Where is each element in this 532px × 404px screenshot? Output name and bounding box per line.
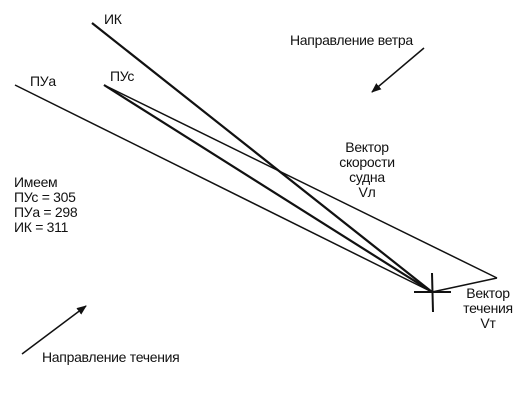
ik-label: ИК bbox=[104, 11, 122, 27]
ship-speed-vector-label-line3: судна bbox=[349, 169, 385, 185]
ship-speed-vector-label: Вектор скорости судна Vл bbox=[322, 140, 412, 200]
pus-label: ПУс bbox=[110, 68, 135, 84]
end-point-cross-v bbox=[431, 272, 434, 313]
current-vector-label: Вектор течения Vт bbox=[455, 286, 521, 331]
given-value-pus: ПУс = 305 bbox=[14, 189, 76, 205]
ship-speed-vector-label-line4: Vл bbox=[358, 184, 376, 200]
ship-speed-vector-label-line2: скорости bbox=[339, 154, 395, 170]
ship-speed-vector bbox=[103, 84, 498, 279]
pua-line bbox=[14, 84, 433, 293]
given-value-ik: ИК = 311 bbox=[14, 219, 69, 235]
wind-direction-label: Направление ветра bbox=[290, 32, 413, 48]
ik-line bbox=[91, 22, 433, 293]
current-vector bbox=[431, 277, 498, 293]
current-vector-label-line1: Вектор bbox=[466, 285, 510, 301]
current-direction-arrow bbox=[21, 305, 87, 355]
current-direction-label: Направление течения bbox=[42, 349, 180, 365]
current-vector-label-line3: Vт bbox=[480, 315, 496, 331]
ship-speed-vector-label-line1: Вектор bbox=[345, 139, 389, 155]
wind-direction-arrow bbox=[371, 47, 425, 93]
pus-line bbox=[103, 84, 433, 293]
pua-label: ПУа bbox=[30, 73, 56, 89]
current-vector-label-line2: течения bbox=[463, 300, 513, 316]
given-values: Имеем ПУс = 305 ПУа = 298 ИК = 311 bbox=[14, 174, 78, 235]
given-values-heading: Имеем bbox=[14, 174, 58, 190]
given-value-pua: ПУа = 298 bbox=[14, 204, 78, 220]
